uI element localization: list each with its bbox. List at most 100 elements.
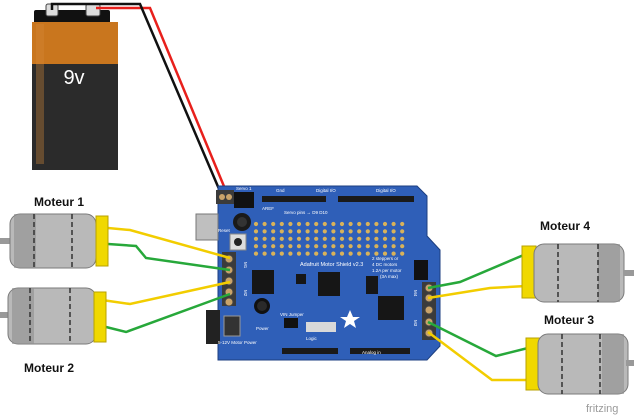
spec-line-1: 2 steppers or — [372, 256, 399, 261]
proto-hole — [253, 244, 259, 249]
proto-hole — [314, 221, 319, 227]
wire-m3-green — [427, 320, 529, 358]
proto-hole — [288, 221, 293, 227]
analog-in-label: Analog in — [362, 350, 381, 355]
proto-hole — [253, 236, 259, 241]
proto-hole — [365, 221, 370, 227]
prototyping-area — [253, 221, 405, 256]
shield-title: Adafruit Motor Shield v2.3 — [300, 262, 363, 268]
proto-hole — [253, 251, 259, 256]
m1-label: M1 — [243, 262, 248, 269]
proto-hole — [374, 236, 379, 241]
proto-hole — [357, 244, 362, 249]
motor-2 — [0, 287, 107, 345]
servo-pins-label: Servo pins → D9 D10 — [284, 210, 328, 215]
driver-chip-2 — [318, 272, 340, 296]
proto-hole — [288, 244, 293, 249]
proto-hole — [391, 236, 396, 241]
battery-label: 9v — [63, 67, 84, 89]
proto-hole — [365, 251, 370, 256]
proto-hole — [279, 236, 284, 241]
proto-hole — [348, 244, 353, 249]
proto-hole — [253, 221, 259, 227]
aref-label: AREF — [262, 206, 274, 211]
proto-hole — [279, 229, 284, 234]
proto-hole — [331, 251, 336, 256]
wire-m1-yellow — [107, 226, 231, 260]
proto-hole — [391, 229, 396, 234]
proto-hole — [374, 221, 379, 227]
proto-hole — [400, 251, 405, 256]
small-chip — [366, 276, 378, 294]
proto-hole — [271, 236, 276, 241]
proto-hole — [262, 251, 267, 256]
proto-hole — [322, 221, 327, 227]
proto-hole — [296, 221, 302, 227]
header-bottom-right — [350, 348, 410, 354]
proto-hole — [382, 229, 388, 234]
proto-hole — [400, 221, 405, 227]
motor-shield: Servo 1 Gnd Digital I/O Digital I/O AREF… — [195, 185, 441, 361]
proto-hole — [348, 251, 353, 256]
digital-io-label: Digital I/O — [316, 188, 336, 193]
proto-hole — [288, 229, 293, 234]
proto-hole — [288, 251, 293, 256]
proto-hole — [339, 244, 345, 249]
proto-hole — [305, 229, 310, 234]
usb-port — [195, 213, 219, 241]
proto-hole — [322, 251, 327, 256]
proto-hole — [339, 229, 345, 234]
proto-hole — [382, 236, 388, 241]
proto-hole — [279, 244, 284, 249]
proto-hole — [279, 221, 284, 227]
proto-hole — [357, 251, 362, 256]
proto-hole — [391, 221, 396, 227]
adafruit-logo — [340, 310, 360, 328]
header-bottom-left — [282, 348, 338, 354]
motor-2-label: Moteur 2 — [24, 361, 74, 375]
proto-hole — [322, 236, 327, 241]
logic-label: Logic — [306, 336, 318, 341]
proto-hole — [305, 244, 310, 249]
spec-line-3: 1.2A per motor — [372, 268, 402, 273]
power-jack — [206, 310, 220, 344]
proto-hole — [314, 229, 319, 234]
proto-hole — [339, 221, 345, 227]
proto-hole — [365, 244, 370, 249]
motor-4-label: Moteur 4 — [540, 219, 590, 233]
proto-hole — [271, 221, 276, 227]
proto-hole — [374, 229, 379, 234]
proto-hole — [296, 229, 302, 234]
proto-hole — [331, 244, 336, 249]
icsp-header — [414, 260, 428, 280]
proto-hole — [400, 229, 405, 234]
proto-hole — [348, 236, 353, 241]
proto-hole — [262, 236, 267, 241]
m3-label: M3 — [413, 320, 418, 327]
proto-hole — [296, 236, 302, 241]
wire-m4-yellow — [427, 284, 527, 300]
proto-hole — [365, 229, 370, 234]
logic-jumper-pads — [306, 322, 336, 332]
proto-hole — [374, 251, 379, 256]
proto-hole — [322, 244, 327, 249]
battery-body — [32, 64, 118, 170]
header-top-right — [338, 196, 414, 202]
proto-hole — [262, 244, 267, 249]
digital-io-label-2: Digital I/O — [376, 188, 396, 193]
proto-hole — [271, 244, 276, 249]
power-label: Power — [256, 326, 269, 331]
servo-header — [234, 192, 254, 208]
battery-cap — [32, 22, 118, 66]
proto-hole — [357, 229, 362, 234]
fritzing-watermark: fritzing — [586, 403, 618, 415]
motor-3 — [525, 333, 634, 395]
motor-1-label: Moteur 1 — [34, 195, 84, 209]
proto-hole — [314, 251, 319, 256]
wire-battery-positive — [96, 6, 230, 197]
motor-1 — [0, 213, 109, 269]
proto-hole — [262, 229, 267, 234]
gnd-label: Gnd — [276, 188, 285, 193]
proto-hole — [357, 221, 362, 227]
motor-power-label: 5-12V Motor Power — [218, 340, 257, 345]
